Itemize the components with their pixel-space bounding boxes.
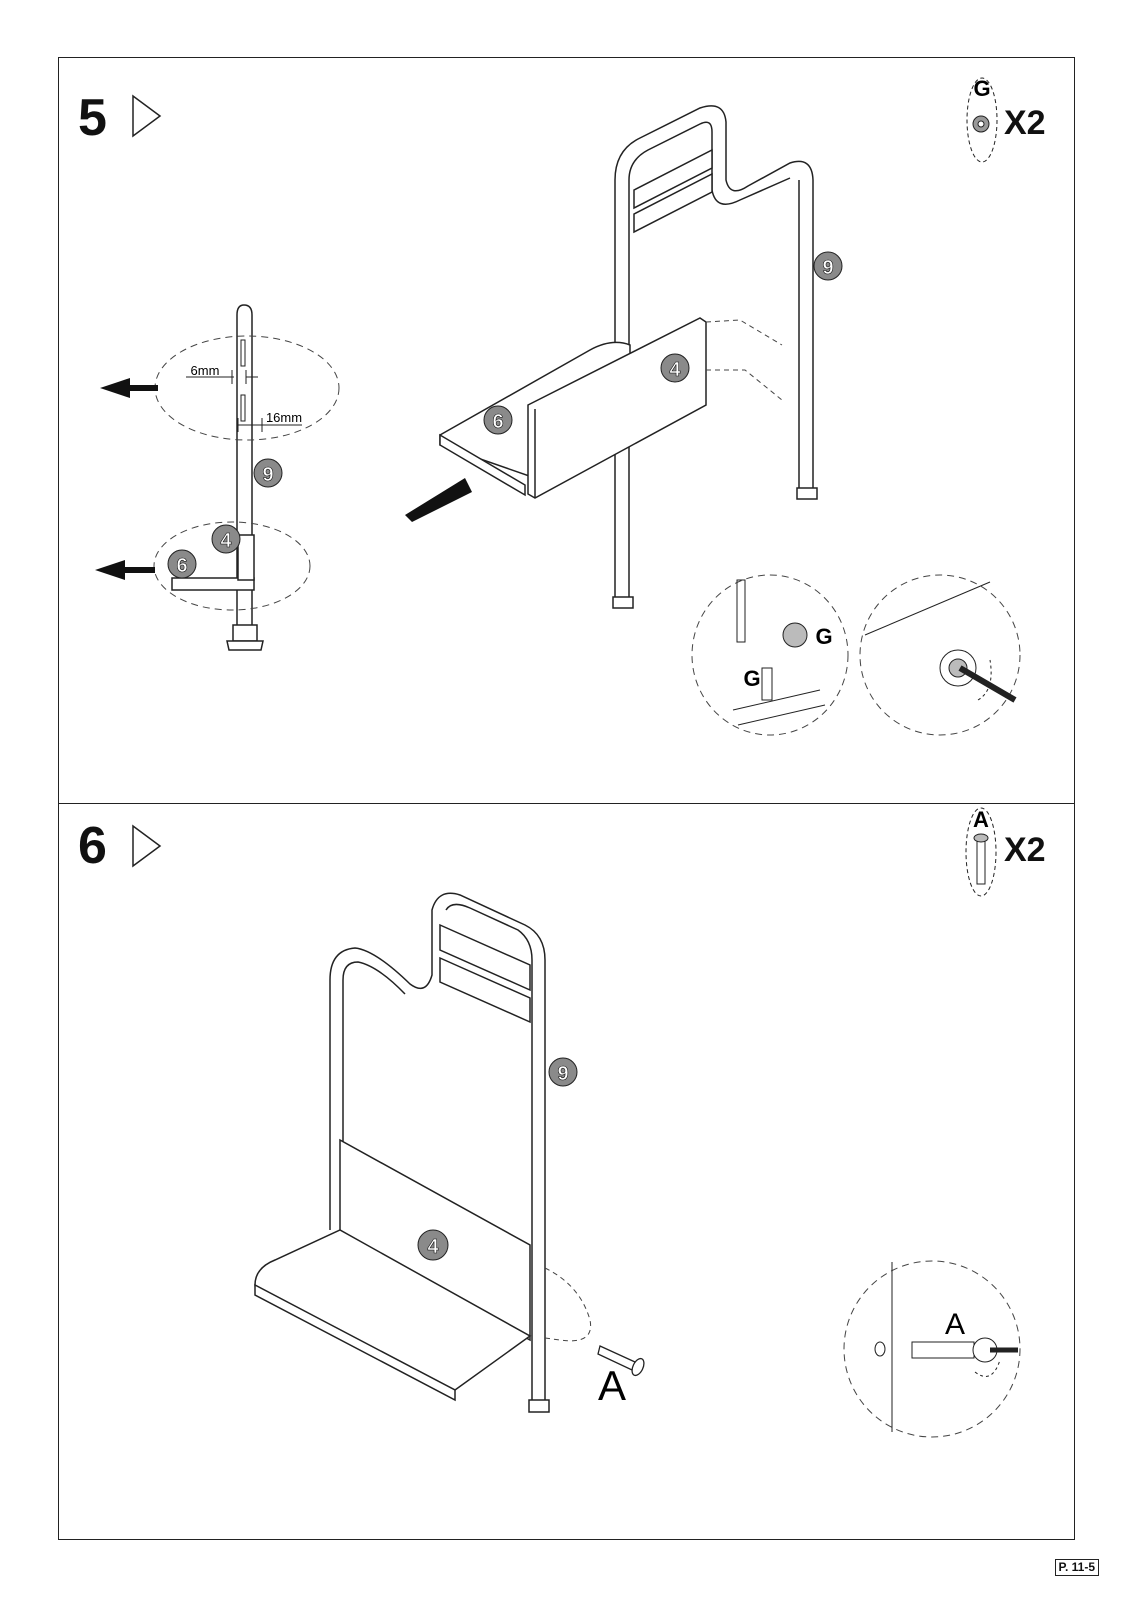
part-4-badge: 4: [418, 1230, 448, 1260]
screw-icon: [912, 1342, 974, 1358]
page-reference: P. 11-5: [1055, 1559, 1099, 1576]
hardware-a-quantity: X2: [1004, 833, 1046, 867]
screw-icon: [977, 840, 985, 884]
detail-a-label: A: [945, 1308, 965, 1341]
part-9-badge: 9: [549, 1058, 577, 1086]
svg-text:4: 4: [427, 1236, 439, 1258]
screw-a-label: A: [598, 1362, 626, 1409]
hardware-a-letter: A: [973, 807, 989, 832]
step-6-arrow-icon: [133, 826, 160, 866]
svg-text:9: 9: [557, 1063, 568, 1085]
